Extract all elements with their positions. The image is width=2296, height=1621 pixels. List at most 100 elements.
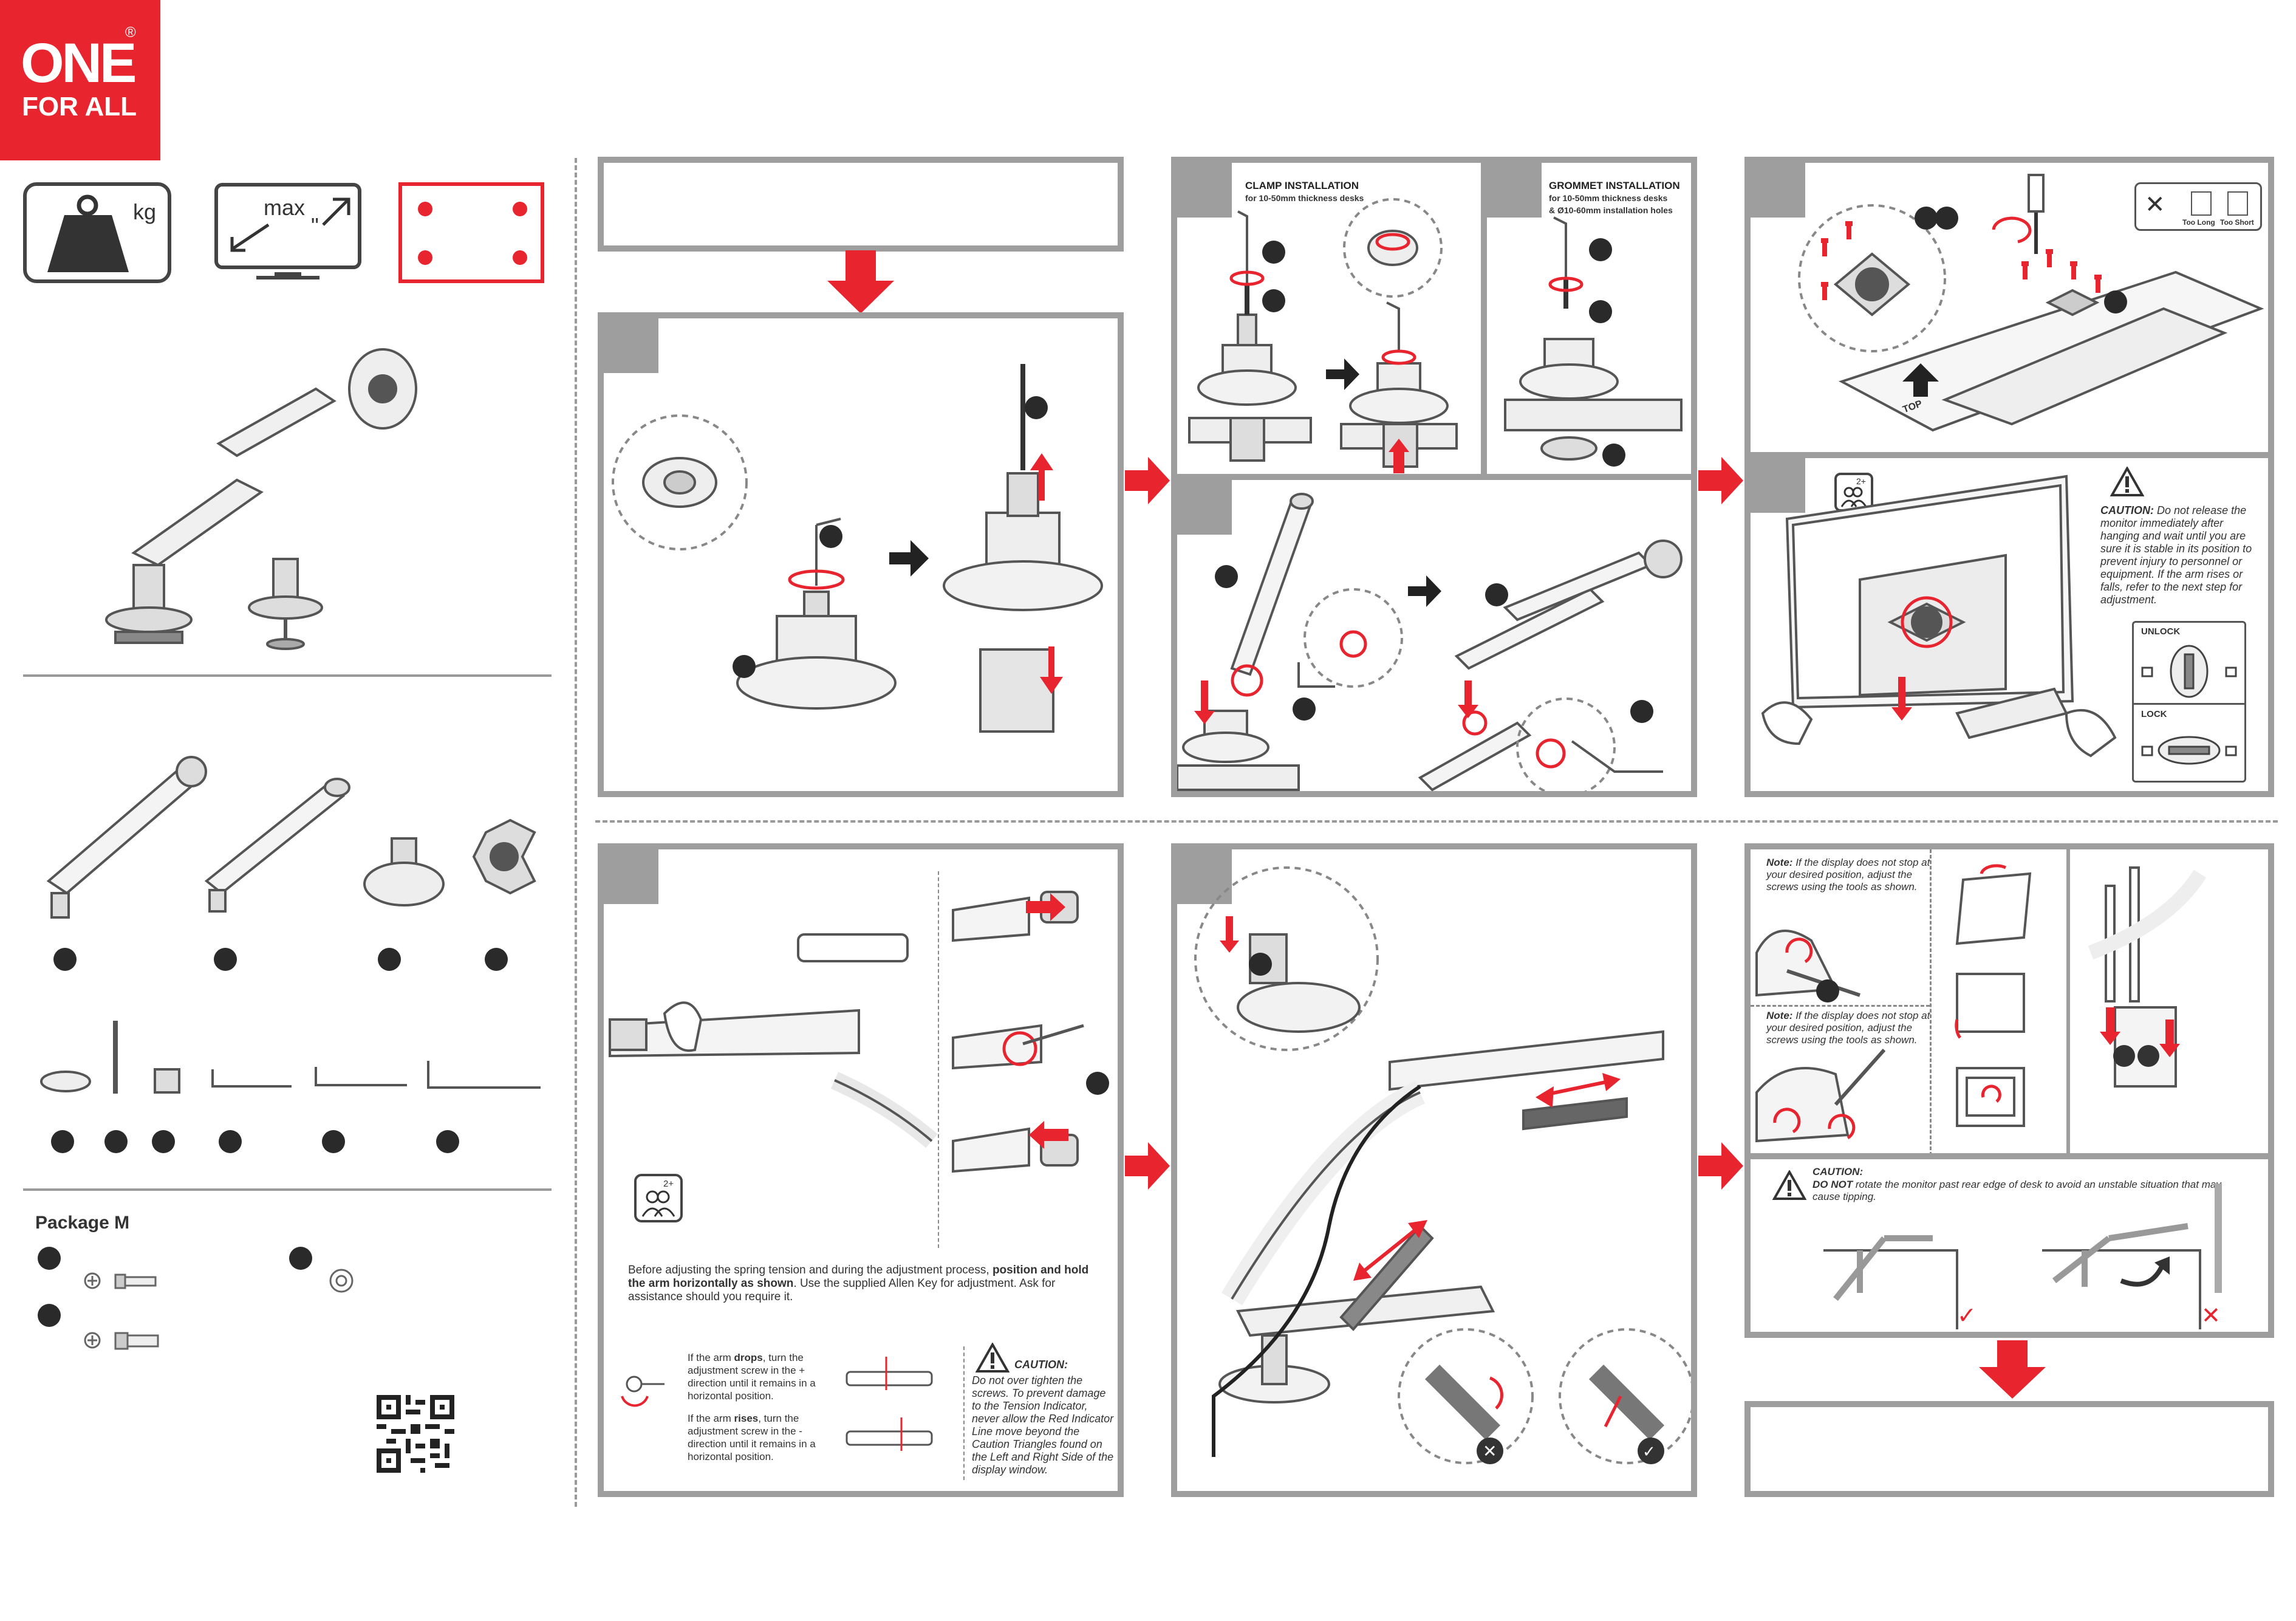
hang-caution: CAUTION: Do not release the monitor imme…	[2100, 504, 2264, 606]
wrong-mark: ✕	[2201, 1303, 2221, 1329]
too-short-label: Too Short	[2220, 218, 2254, 227]
step-dot	[1025, 396, 1048, 419]
two-person-label: 2+	[663, 1179, 674, 1189]
step-panel-tipping-caution: CAUTION: DO NOT rotate the monitor past …	[1744, 1153, 2274, 1338]
unlock-label: UNLOCK	[2141, 626, 2181, 637]
caution-icon	[975, 1343, 1010, 1373]
logo-line2: FOR ALL	[22, 92, 137, 122]
wrong-mark: ✕	[1483, 1442, 1497, 1461]
two-person-icon: 2+	[634, 1174, 683, 1222]
step-dot	[1262, 241, 1285, 264]
correct-mark: ✓	[1957, 1303, 1977, 1329]
step-panel-hang-monitor: 2+ CAUTION: Do not release the monitor i…	[1744, 452, 2274, 797]
step-panel-tension-adjust: 2+ Before adjusting the spring tension a…	[598, 843, 1124, 1497]
step-dot	[1485, 583, 1508, 606]
parts-illustration	[24, 717, 547, 948]
tension-caution-title: CAUTION:	[1014, 1359, 1068, 1371]
max-screen-size-icon: max "	[214, 182, 362, 283]
step-dot	[1602, 444, 1625, 467]
lock-label: LOCK	[2141, 709, 2167, 719]
right-arrow	[1698, 1142, 1743, 1190]
step-dot	[1935, 207, 1958, 230]
tension-caution-text: Do not over tighten the screws. To preve…	[972, 1374, 1114, 1476]
step-dot	[1630, 700, 1653, 723]
step-dot	[2104, 290, 2127, 314]
tilt-note-2: Note: If the display does not stop at yo…	[1766, 1010, 1930, 1046]
step-number-tab	[604, 849, 658, 904]
drops-word: drops	[734, 1352, 763, 1363]
step-title-box	[598, 157, 1124, 252]
vesa-pattern-icon	[398, 182, 544, 283]
step-dot	[1589, 300, 1612, 323]
part-dot	[322, 1130, 345, 1153]
step-dot	[1249, 953, 1272, 976]
max-mark: "	[311, 213, 319, 238]
part-dot	[436, 1130, 459, 1153]
caution-icon	[1772, 1170, 1806, 1200]
part-dot	[38, 1304, 61, 1327]
assembled-arm-illustration	[97, 340, 437, 656]
two-person-label: 2+	[1856, 476, 1866, 486]
grommet-subtitle-1: for 10-50mm thickness desks	[1549, 193, 1668, 203]
step-dot	[1262, 289, 1285, 312]
qr-code	[377, 1395, 454, 1473]
step-dot	[819, 525, 842, 548]
logo-line1: ONE	[21, 32, 137, 94]
step-panel-base-assembly	[598, 312, 1124, 797]
column-divider	[575, 158, 577, 1507]
step-number-tab	[1751, 458, 1805, 513]
tipping-caution-text: DO NOT rotate the monitor past rear edge…	[1813, 1179, 2221, 1202]
step-dot	[1915, 207, 1938, 230]
screw-length-box: ✕ Too Long Too Short	[2134, 182, 2262, 231]
clamp-subtitle: for 10-50mm thickness desks	[1245, 193, 1364, 203]
correct-mark: ✓	[1642, 1442, 1656, 1461]
step-panel-arm-attach	[1171, 474, 1697, 797]
weight-icon: kg	[23, 182, 171, 283]
grommet-title: GROMMET INSTALLATION	[1549, 180, 1680, 191]
step-number-tab	[604, 318, 658, 373]
step-panel-vesa-mount: ✕ Too Long Too Short TOP	[1744, 157, 2274, 461]
step-number-tab	[1751, 163, 1805, 218]
screw-illustration	[79, 1264, 383, 1361]
part-dot	[214, 948, 237, 971]
tension-intro: Before adjusting the spring tension and …	[628, 1264, 1102, 1304]
step-dot	[1293, 697, 1316, 721]
part-dot	[51, 1130, 74, 1153]
row-divider	[595, 820, 2278, 823]
lock-box: UNLOCK LOCK	[2132, 621, 2246, 783]
part-dot	[485, 948, 508, 971]
step-dot	[733, 655, 756, 678]
step-panel-cable-management: ✕ ✓	[1171, 843, 1697, 1497]
tension-indicator-graphics	[621, 1357, 933, 1451]
weight-unit: kg	[133, 199, 156, 224]
part-dot	[38, 1247, 61, 1270]
grommet-subtitle-2: & Ø10-60mm installation holes	[1549, 205, 1673, 215]
part-dot	[289, 1247, 312, 1270]
right-arrow	[1698, 457, 1743, 504]
step-panel-clamp-grommet: CLAMP INSTALLATION for 10-50mm thickness…	[1171, 157, 1697, 480]
divider	[23, 1188, 552, 1191]
down-arrow	[1979, 1340, 2046, 1399]
tilt-note-1: Note: If the display does not stop at yo…	[1766, 857, 1930, 893]
divider	[23, 674, 552, 677]
caution-icon	[2110, 467, 2144, 496]
step-dot	[1086, 1072, 1109, 1095]
rises-word: rises	[734, 1413, 759, 1424]
step-dot	[1816, 979, 1839, 1002]
tipping-caution-title: CAUTION:	[1813, 1166, 1864, 1177]
step-number-tab	[1177, 163, 1232, 218]
right-arrow	[1125, 457, 1170, 504]
hang-caution-text: Do not release the monitor immediately a…	[2100, 504, 2252, 606]
final-step-box	[1744, 1401, 2274, 1497]
right-arrow	[1125, 1142, 1170, 1190]
step-panel-tilt-adjust: Note: If the display does not stop at yo…	[1744, 843, 2274, 1162]
step-dot	[1589, 238, 1612, 261]
hardware-illustration	[24, 1009, 547, 1106]
tension-rises: If the arm rises, turn the adjustment sc…	[688, 1413, 816, 1462]
hang-caution-title: CAUTION:	[2100, 504, 2154, 516]
wrong-icon: ✕	[2145, 191, 2165, 218]
part-dot	[104, 1130, 128, 1153]
tension-drops: If the arm drops, turn the adjustment sc…	[688, 1352, 816, 1402]
part-dot	[53, 948, 77, 971]
part-dot	[152, 1130, 175, 1153]
